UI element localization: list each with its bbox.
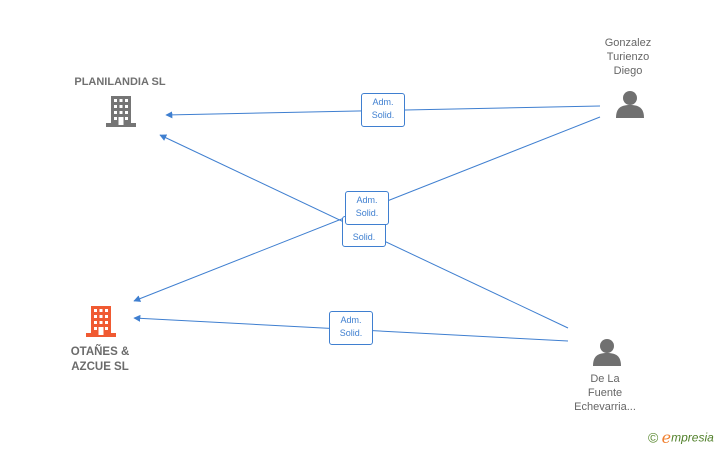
brand-e-letter: e [661, 428, 672, 447]
person-name-line: Diego [613, 65, 643, 77]
edge-role-line: Adm. [356, 195, 378, 205]
edge-role-line: Solid. [371, 110, 395, 120]
building-icon [106, 96, 136, 127]
person-icon [616, 91, 644, 118]
person-icon [593, 339, 621, 366]
edge-label-gonzalez-otanes[interactable]: Adm. Solid. [345, 191, 389, 225]
brand-name: mpresia [671, 430, 714, 445]
person-name-line: Turienzo [606, 51, 650, 63]
company-name-line: AZCUE SL [71, 361, 129, 373]
company-name: PLANILANDIA SL [74, 76, 166, 88]
person-label-delafuente: De La Fuente Echevarria... [560, 372, 650, 414]
person-name-line: Echevarria... [574, 401, 636, 413]
building-icon [86, 306, 116, 337]
person-name-line: Gonzalez [604, 37, 652, 49]
edge-label-gonzalez-planilandia[interactable]: Adm. Solid. [361, 93, 405, 127]
person-label-gonzalez: Gonzalez Turienzo Diego [588, 36, 668, 78]
edge-role-line: Adm. [340, 315, 362, 325]
edge-label-delafuente-otanes[interactable]: Adm. Solid. [329, 311, 373, 345]
company-label-planilandia: PLANILANDIA SL [60, 75, 180, 89]
brand-logo: © empresia [648, 428, 714, 448]
person-name-line: Fuente [587, 387, 623, 399]
edge-role-line: Solid. [352, 232, 376, 242]
edge-role-line: Adm. [372, 97, 394, 107]
person-name-line: De La [590, 373, 620, 385]
edge-role-line: Solid. [355, 208, 379, 218]
company-name-line: OTAÑES & [70, 346, 130, 358]
edge-role-line: Solid. [339, 328, 363, 338]
copyright-symbol: © [648, 429, 659, 446]
company-label-otanes: OTAÑES & AZCUE SL [50, 345, 150, 375]
